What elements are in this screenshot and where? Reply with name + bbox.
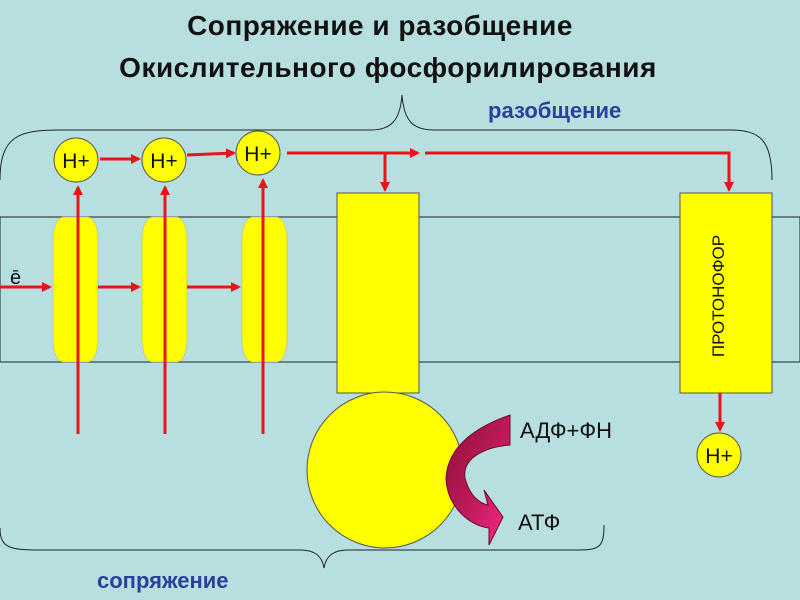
atp-synthase-stalk xyxy=(336,192,420,394)
atp-label: АТФ xyxy=(518,510,560,535)
adp-to-atp-curved-arrow xyxy=(445,414,511,546)
coupling-label: сопряжение xyxy=(97,568,229,593)
proton-label-3: Н+ xyxy=(244,143,271,166)
protonophore-label: ПРОТОНОФОР xyxy=(709,235,728,357)
proton-circle-3 xyxy=(235,130,281,176)
proton-label-1: Н+ xyxy=(62,150,89,173)
uncoupling-brace xyxy=(0,94,773,181)
title-line-1: Сопряжение и разобщение xyxy=(187,10,573,41)
carrier-complex-1 xyxy=(52,216,99,363)
atp-synthase-head xyxy=(306,391,464,549)
uncoupling-label: разобщение xyxy=(488,98,622,123)
proton-circle-out xyxy=(696,432,742,478)
protonophore-box xyxy=(679,192,773,394)
electron-label: ē xyxy=(10,267,21,289)
proton-arrow-h2-h3 xyxy=(186,148,236,159)
coupling-brace xyxy=(0,524,605,569)
proton-arrow-to-protonophore xyxy=(425,151,734,192)
title-line-2: Окислительного фосфорилирования xyxy=(119,52,657,83)
proton-circle-1 xyxy=(53,137,99,183)
adp-pi-label: АДФ+ФН xyxy=(520,418,612,443)
proton-circle-2 xyxy=(141,137,187,183)
proton-label-2: Н+ xyxy=(150,150,177,173)
proton-label-out: Н+ xyxy=(705,445,732,468)
